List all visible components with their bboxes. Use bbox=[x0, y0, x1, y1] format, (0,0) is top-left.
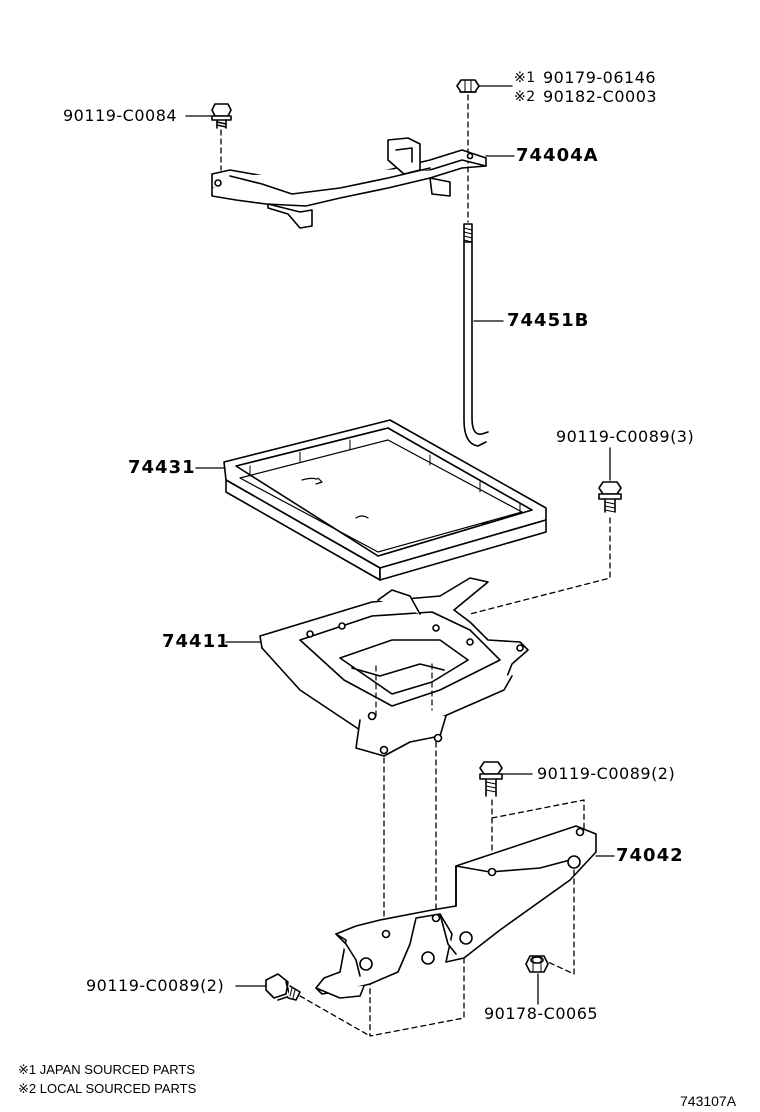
part-label-bolt-left-lower: 90119-C0089(2) bbox=[86, 976, 225, 995]
illustration-code: 743107A bbox=[680, 1093, 737, 1109]
part-label-hold-rod: 74451B bbox=[507, 310, 590, 331]
battery-clamp-icon bbox=[211, 137, 487, 229]
part-label-bolt-right-middle: 90119-C0089(2) bbox=[537, 764, 676, 783]
part-label-carrier: 74411 bbox=[162, 631, 230, 652]
part-label-bolt-right-upper: 90119-C0089(3) bbox=[556, 427, 695, 446]
part-label-nut-top-1: 90179-06146 bbox=[543, 68, 657, 87]
bolt-left-lower-icon bbox=[265, 973, 301, 1001]
variant-mark-1: ※1 bbox=[514, 70, 536, 86]
part-label-bolt-top-left: 90119-C0084 bbox=[63, 106, 178, 125]
note-japan-sourced: ※1 JAPAN SOURCED PARTS bbox=[18, 1062, 196, 1077]
battery-carrier-icon bbox=[259, 577, 529, 757]
bolt-top-left-icon bbox=[211, 103, 232, 129]
note-local-sourced: ※2 LOCAL SOURCED PARTS bbox=[18, 1081, 197, 1096]
part-label-nut-top-2: 90182-C0003 bbox=[543, 87, 658, 106]
battery-bracket-icon bbox=[315, 825, 597, 999]
hold-rod-icon bbox=[463, 223, 489, 447]
part-label-clamp: 74404A bbox=[516, 145, 599, 166]
part-label-bracket: 74042 bbox=[616, 845, 684, 866]
nut-top-icon bbox=[456, 79, 480, 93]
bolt-right-middle-icon bbox=[479, 761, 503, 797]
battery-tray-icon bbox=[223, 419, 547, 581]
bolt-right-upper-icon bbox=[598, 481, 622, 513]
part-label-nut-lower: 90178-C0065 bbox=[484, 1004, 599, 1023]
variant-mark-2: ※2 bbox=[514, 89, 536, 105]
nut-lower-icon bbox=[525, 955, 549, 973]
part-label-battery-tray: 74431 bbox=[128, 457, 196, 478]
